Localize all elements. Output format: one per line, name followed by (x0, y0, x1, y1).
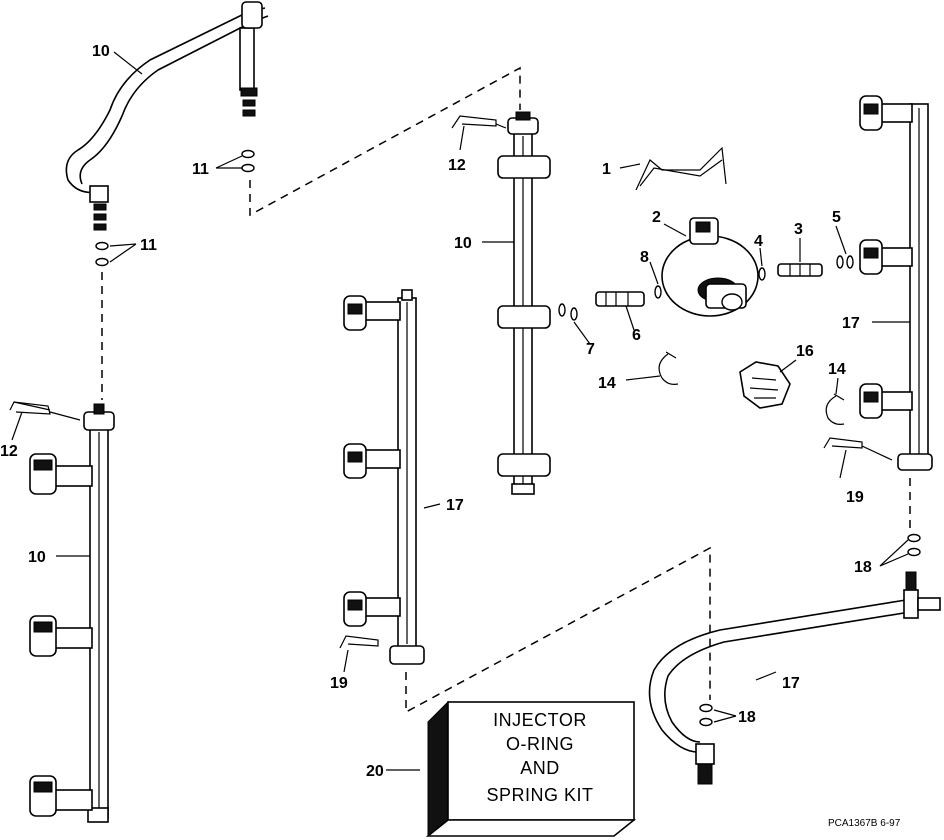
fuel-rail-middle-top (497, 111, 551, 495)
retaining-clip-19-middle (339, 635, 379, 673)
callout-1: 1 (602, 161, 611, 178)
callout-20: 20 (366, 763, 384, 780)
callout-11-lower: 11 (140, 237, 157, 254)
callout-18-lower: 18 (738, 709, 756, 726)
callout-4: 4 (754, 233, 763, 250)
callout-10-left-rail: 10 (28, 549, 46, 566)
alignment-lines (101, 66, 911, 714)
fuel-rail-middle-lower (343, 289, 425, 665)
callout-5: 5 (832, 209, 841, 226)
callout-14-a: 14 (598, 375, 616, 392)
o-rings-11-lower (95, 241, 137, 267)
clip-14-b (825, 393, 845, 425)
callout-19-middle: 19 (330, 675, 348, 692)
fitting-6 (595, 291, 645, 307)
kit-box-line-4: SPRING KIT (486, 785, 593, 805)
callout-16: 16 (796, 343, 814, 360)
retaining-clip-12-left (9, 401, 81, 441)
callout-10-middle-rail: 10 (454, 235, 472, 252)
callout-12-left: 12 (0, 443, 18, 460)
callout-19-right: 19 (846, 489, 864, 506)
leader-lines (56, 51, 910, 771)
fuel-hose-top-left (65, 1, 269, 231)
drawing-code: PCA1367B 6-97 (828, 818, 901, 829)
kit-box-line-3: AND (520, 758, 560, 778)
callout-7: 7 (586, 341, 595, 358)
o-rings-11-upper (215, 149, 255, 173)
o-rings-18-upper (879, 533, 921, 567)
o-rings-7 (558, 303, 578, 321)
fuel-hose-bottom-right (648, 571, 941, 785)
fuel-rail-left (29, 403, 115, 823)
callout-17-hose: 17 (782, 675, 800, 692)
callout-3: 3 (794, 221, 803, 238)
callout-10-hose: 10 (92, 43, 110, 60)
callout-8: 8 (640, 249, 649, 266)
clip-14-a (658, 351, 679, 385)
pressure-regulator-2 (661, 217, 759, 317)
o-rings-5 (836, 255, 854, 269)
fuel-rail-right (859, 95, 933, 471)
callout-14-b: 14 (828, 361, 846, 378)
injector-kit-box (425, 700, 637, 838)
o-ring-4 (758, 267, 766, 281)
kit-box-line-2: O-RING (506, 734, 574, 754)
callout-6: 6 (632, 327, 641, 344)
callout-2: 2 (652, 209, 661, 226)
cap-16 (739, 361, 791, 409)
o-ring-8 (654, 285, 662, 299)
callout-11-upper: 11 (192, 161, 209, 178)
retaining-clip-12-middle (451, 115, 507, 129)
clip-1 (635, 146, 727, 191)
kit-box-line-1: INJECTOR (493, 710, 587, 730)
callout-17-middle-rail: 17 (446, 497, 464, 514)
retaining-clip-19-right (823, 437, 893, 479)
callout-18-upper: 18 (854, 559, 872, 576)
fitting-3 (777, 263, 823, 277)
callout-12-middle: 12 (448, 157, 466, 174)
callout-17-right-rail: 17 (842, 315, 860, 332)
